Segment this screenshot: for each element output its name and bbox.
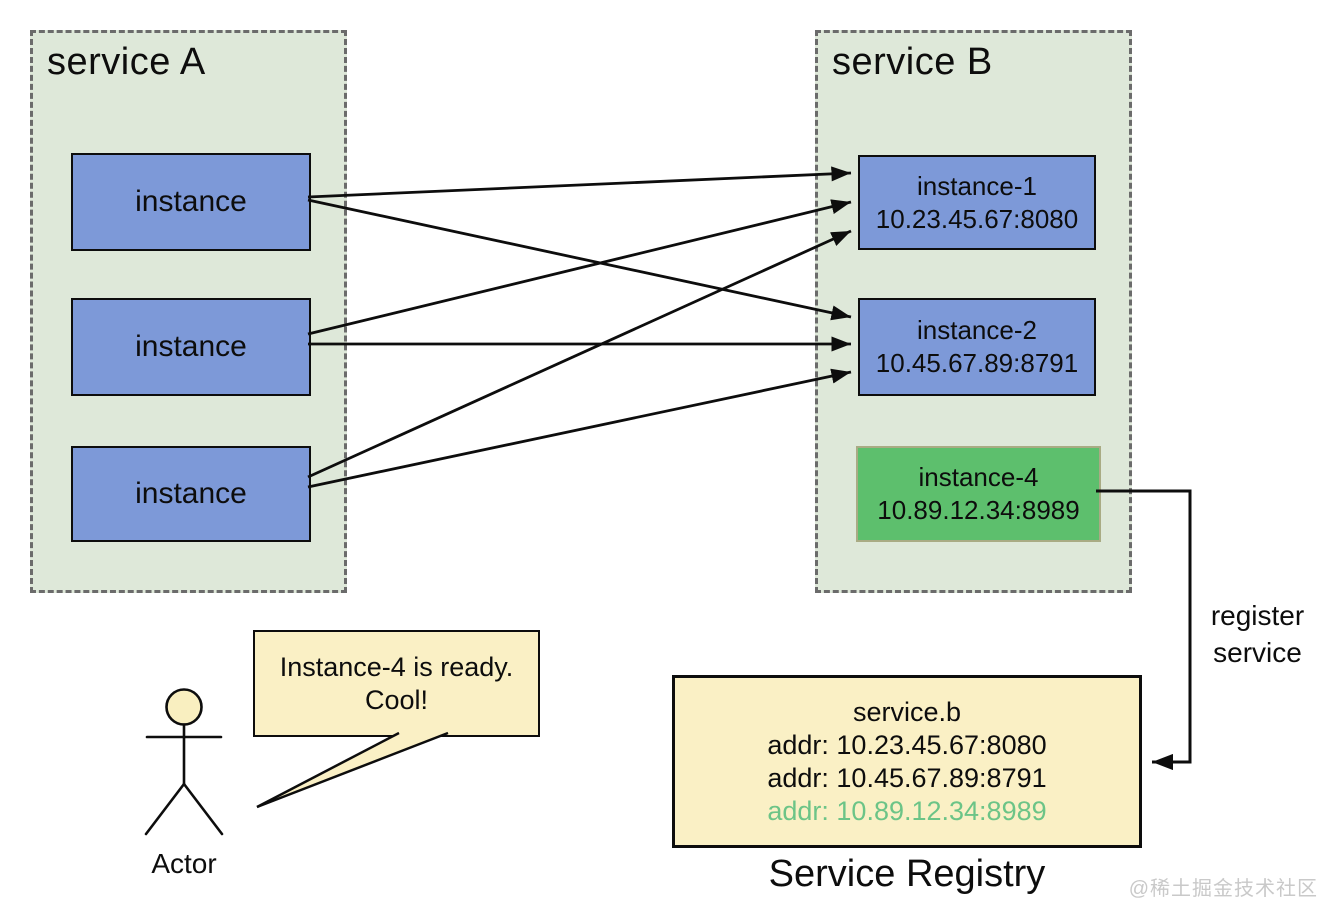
speech-bubble-tail xyxy=(256,731,449,809)
watermark-text: @稀土掘金技术社区 xyxy=(1128,878,1318,900)
arrow-a3-to-b2 xyxy=(307,368,852,489)
actor-head xyxy=(165,688,203,726)
registry-addr-entry-new: addr: 10.89.12.34:8989 xyxy=(767,795,1047,826)
service-registry-box: service.b addr: 10.23.45.67:8080 addr: 1… xyxy=(672,675,1142,848)
instance-label: instance xyxy=(135,477,247,510)
instance-name: instance-2 xyxy=(917,315,1037,345)
instance-address: 10.89.12.34:8989 xyxy=(877,495,1080,525)
service-b-container: service B instance-1 10.23.45.67:8080 in… xyxy=(815,30,1132,593)
speech-bubble: Instance-4 is ready. Cool! xyxy=(253,630,540,737)
service-a-instance-3: instance xyxy=(71,446,311,542)
service-b-title: service B xyxy=(832,41,993,83)
service-b-instance-1: instance-1 10.23.45.67:8080 xyxy=(858,155,1096,250)
speech-text-line1: Instance-4 is ready. xyxy=(279,651,514,682)
service-a-container: service A instance instance instance xyxy=(30,30,347,593)
registry-addr-entry: addr: 10.23.45.67:8080 xyxy=(767,729,1047,760)
instance-address: 10.45.67.89:8791 xyxy=(875,348,1079,378)
register-service-label: register service xyxy=(1210,600,1305,668)
service-a-instance-2: instance xyxy=(71,298,311,396)
speech-text-line2: Cool! xyxy=(364,684,429,715)
instance-address: 10.23.45.67:8080 xyxy=(875,203,1079,234)
instance-label: instance xyxy=(135,185,247,218)
arrow-a1-to-b2 xyxy=(307,198,852,321)
arrow-a2-to-b1 xyxy=(307,199,852,336)
service-a-instance-1: instance xyxy=(71,153,311,251)
registry-service-name: service.b xyxy=(852,696,962,727)
instance-name: instance-1 xyxy=(917,170,1037,201)
arrow-a3-to-b1 xyxy=(307,229,852,479)
service-registry-title: Service Registry xyxy=(768,853,1046,895)
actor-figure xyxy=(144,688,224,836)
service-b-instance-2: instance-2 10.45.67.89:8791 xyxy=(858,298,1096,396)
actor-right-leg xyxy=(182,782,224,836)
call-arrows xyxy=(307,166,852,489)
instance-name: instance-4 xyxy=(918,462,1039,492)
instance-label: instance xyxy=(135,330,247,363)
service-b-instance-4: instance-4 10.89.12.34:8989 xyxy=(856,446,1101,542)
service-a-title: service A xyxy=(47,41,206,83)
actor-label: Actor xyxy=(151,848,217,879)
registry-addr-entry: addr: 10.45.67.89:8791 xyxy=(767,762,1047,793)
actor-left-leg xyxy=(144,782,186,836)
arrow-a1-to-b1 xyxy=(307,166,852,199)
